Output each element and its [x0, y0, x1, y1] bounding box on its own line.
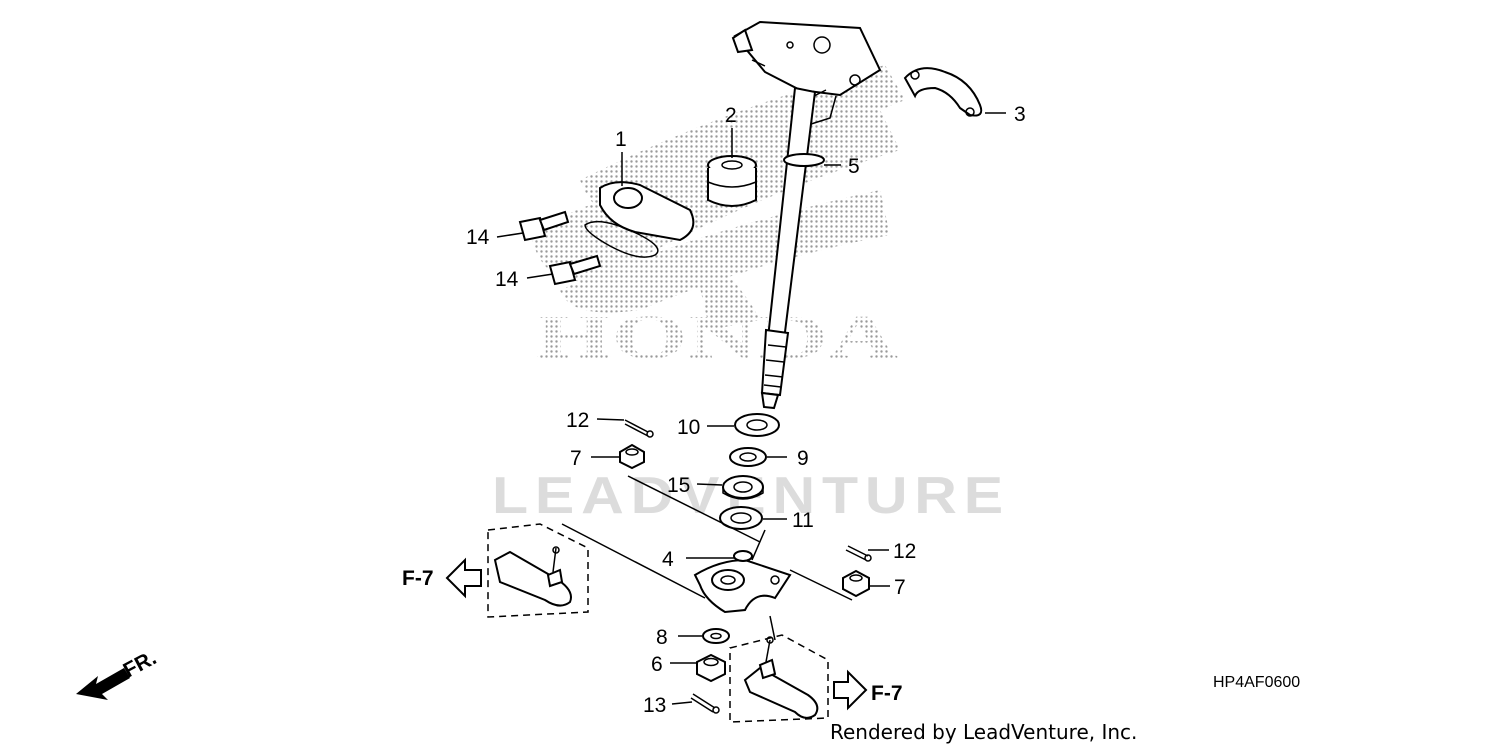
honda-wing-logo-watermark: HONDA: [530, 65, 905, 372]
reference-right[interactable]: F-7: [833, 669, 903, 711]
tie-rod-end-left: [487, 523, 589, 618]
part-13-cotter-pin: [690, 693, 720, 714]
callout-3: 3: [1014, 103, 1026, 126]
part-12-cotter-pin-left: [624, 419, 654, 438]
reference-right-label: F-7: [871, 682, 903, 705]
arrow-left-icon: [445, 557, 482, 599]
part-14-bolt-upper: [518, 210, 570, 242]
diagram-code: HP4AF0600: [1213, 674, 1300, 691]
callout-leader-lines: [496, 112, 1006, 705]
assembly-guide-lines: [561, 475, 853, 641]
part-7-nut-right: [842, 569, 870, 598]
arrow-right-icon: [833, 669, 868, 711]
callout-5: 5: [848, 155, 860, 178]
part-10-seal: [734, 413, 780, 437]
part-9-washer: [729, 447, 767, 467]
callout-4: 4: [662, 548, 674, 571]
part-12-cotter-pin-right: [845, 545, 872, 562]
callout-1: 1: [615, 128, 627, 151]
part-3-clamp: [903, 67, 983, 117]
part-7-nut-left: [619, 443, 645, 470]
callout-12-right: 12: [893, 540, 916, 563]
callout-13: 13: [643, 694, 666, 717]
callout-6: 6: [651, 653, 663, 676]
callout-10: 10: [677, 416, 700, 439]
part-6-nut: [696, 653, 726, 683]
front-arrow-icon: [76, 668, 130, 700]
callout-2: 2: [725, 104, 737, 127]
part-15-bearing: [722, 475, 764, 500]
callout-15: 15: [667, 474, 690, 497]
part-1-shaft-holder: [584, 181, 695, 258]
part-4-pitman-arm: [693, 550, 792, 614]
render-credit: Rendered by LeadVenture, Inc.: [830, 720, 1137, 744]
reference-left-label: F-7: [402, 567, 434, 590]
callout-9: 9: [797, 447, 809, 470]
part-8-washer: [702, 628, 730, 644]
callout-7-left: 7: [570, 447, 582, 470]
reference-left[interactable]: F-7: [402, 557, 482, 599]
part-14-bolt-lower: [548, 254, 602, 286]
part-2-bushing: [707, 155, 757, 207]
front-direction-indicator: FR.: [76, 646, 160, 700]
steering-shaft: [760, 86, 825, 410]
callout-14-lower: 14: [495, 268, 519, 291]
callout-8: 8: [656, 626, 668, 649]
callout-14-upper: 14: [466, 226, 490, 249]
part-11-seal: [719, 506, 763, 530]
callout-11: 11: [792, 509, 814, 532]
tie-rod-end-right: [729, 634, 829, 723]
callout-12-left: 12: [566, 409, 589, 432]
callout-7-right: 7: [894, 576, 906, 599]
honda-watermark-text: HONDA: [536, 304, 898, 372]
